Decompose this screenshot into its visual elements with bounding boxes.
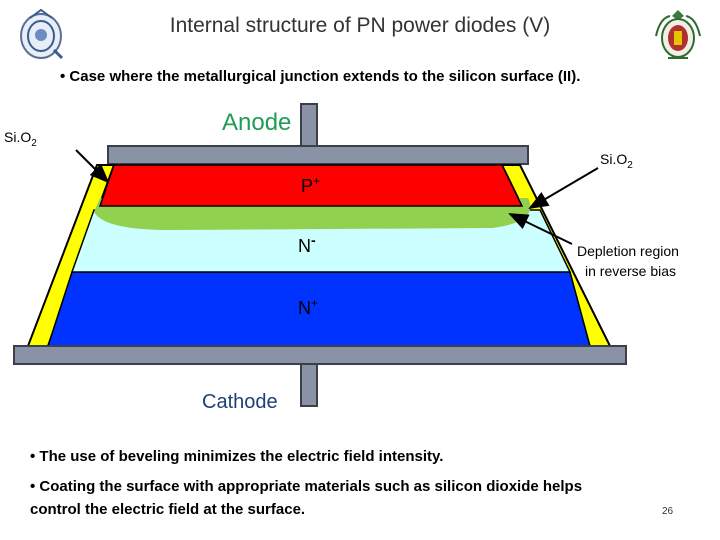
anode-terminal [300, 103, 318, 149]
cathode-label: Cathode [202, 391, 278, 413]
arrow-depletion [508, 213, 573, 245]
sio2-left-label: Si.O2 [4, 129, 37, 149]
p-plus-label: P+ [301, 174, 320, 196]
n-plus-region [46, 271, 591, 347]
cathode-terminal [300, 363, 318, 407]
depletion-label-line2: in reverse bias [585, 263, 676, 279]
note-coating-line2: control the electric field at the surfac… [30, 501, 306, 518]
slide-title: Internal structure of PN power diodes (V… [169, 14, 551, 37]
n-plus-label: N+ [298, 296, 318, 318]
university-logo-left [20, 8, 64, 60]
page-number: 26 [662, 506, 674, 517]
note-beveling: • The use of beveling minimizes the elec… [30, 448, 444, 465]
anode-label: Anode [222, 109, 291, 136]
slide-subtitle: • Case where the metallurgical junction … [60, 68, 581, 85]
top-metal-contact [107, 145, 529, 165]
depletion-label-line1: Depletion region [577, 243, 679, 259]
arrow-sio2-right [528, 167, 599, 210]
note-coating-line1: • Coating the surface with appropriate m… [30, 478, 583, 495]
n-minus-label: N- [298, 232, 316, 256]
p-plus-region [98, 164, 524, 207]
university-crest-right [655, 10, 701, 59]
arrow-sio2-left [75, 149, 110, 184]
bottom-metal-contact [13, 345, 627, 365]
sio2-right-label: Si.O2 [600, 151, 633, 171]
